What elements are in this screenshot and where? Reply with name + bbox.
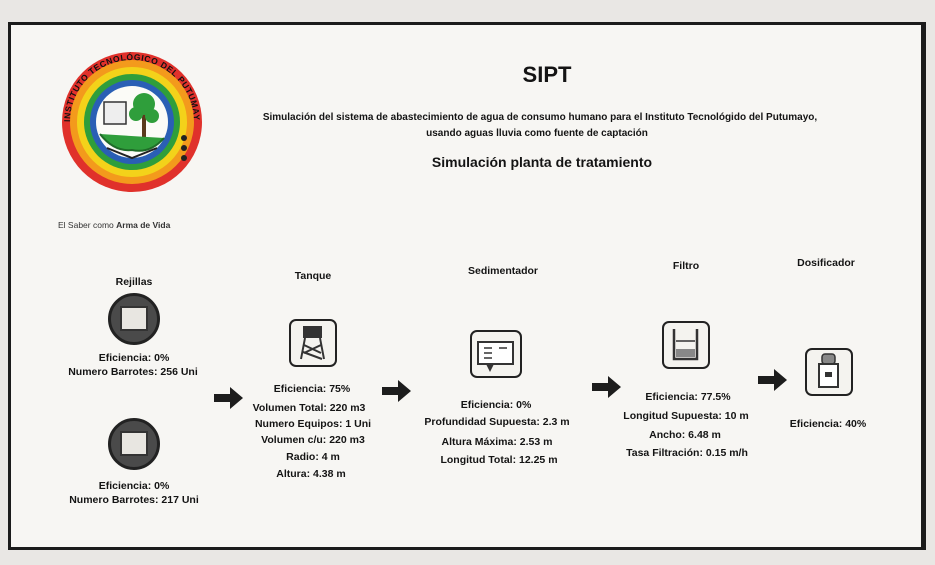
tanque-line: Eficiencia: 75% <box>273 383 351 395</box>
filtro-line: Longitud Supuesta: 10 m <box>623 410 749 422</box>
dosificador-line: Eficiencia: 40% <box>789 418 867 430</box>
filtro-line: Tasa Filtración: 0.15 m/h <box>626 447 748 459</box>
rejilla2-eficiencia: Eficiencia: 0% <box>98 480 170 492</box>
dosificador-title: Dosificador <box>797 257 855 269</box>
filtro-line: Eficiencia: 77.5% <box>645 391 731 403</box>
sedimentador-title: Sedimentador <box>467 265 539 277</box>
logo-caption-bold: Arma de Vida <box>116 220 171 230</box>
sedimentador-line: Eficiencia: 0% <box>460 399 532 411</box>
logo-emblem-icon: INSTITUTO TECNOLÓGICO DEL PUTUMAYO <box>48 22 202 220</box>
sedimentador-line: Longitud Total: 12.25 m <box>440 454 558 466</box>
grate-icon[interactable] <box>108 293 160 345</box>
tanque-line: Radio: 4 m <box>286 451 340 463</box>
sedimentador-line: Altura Máxima: 2.53 m <box>441 436 553 448</box>
rejilla1-eficiencia: Eficiencia: 0% <box>98 352 170 364</box>
arrow-right-icon <box>758 369 787 391</box>
tanque-title: Tanque <box>294 270 332 282</box>
rejillas-title: Rejillas <box>115 276 153 288</box>
tanque-line: Volumen Total: 220 m3 <box>252 402 366 414</box>
water-dispenser-icon[interactable] <box>805 348 853 396</box>
tanque-line: Altura: 4.38 m <box>276 468 346 480</box>
logo: INSTITUTO TECNOLÓGICO DEL PUTUMAYO <box>48 22 212 220</box>
filtro-title: Filtro <box>672 260 700 272</box>
arrow-right-icon <box>382 380 411 402</box>
subtitle-line1: Simulación del sistema de abastecimiento… <box>262 112 818 123</box>
logo-caption: El Saber como Arma de Vida <box>58 220 170 230</box>
tanque-line: Numero Equipos: 1 Uni <box>254 418 372 430</box>
rejilla2-barrotes: Numero Barrotes: 217 Uni <box>69 494 199 506</box>
water-tower-icon[interactable] <box>289 319 337 367</box>
page-title: SIPT <box>522 62 572 87</box>
section-title: Simulación planta de tratamiento <box>431 154 653 170</box>
sedimentation-tank-icon[interactable] <box>470 330 522 378</box>
filter-icon[interactable] <box>662 321 710 369</box>
arrow-right-icon <box>214 387 243 409</box>
sedimentador-line: Profundidad Supuesta: 2.3 m <box>424 416 570 428</box>
grate-icon[interactable] <box>108 418 160 470</box>
tanque-line: Volumen c/u: 220 m3 <box>261 434 365 446</box>
subtitle-line2: usando aguas lluvia como fuente de capta… <box>426 128 648 139</box>
logo-caption-prefix: El Saber como <box>58 220 114 230</box>
arrow-right-icon <box>592 376 621 398</box>
filtro-line: Ancho: 6.48 m <box>649 429 721 441</box>
rejilla1-barrotes: Numero Barrotes: 256 Uni <box>68 366 198 378</box>
